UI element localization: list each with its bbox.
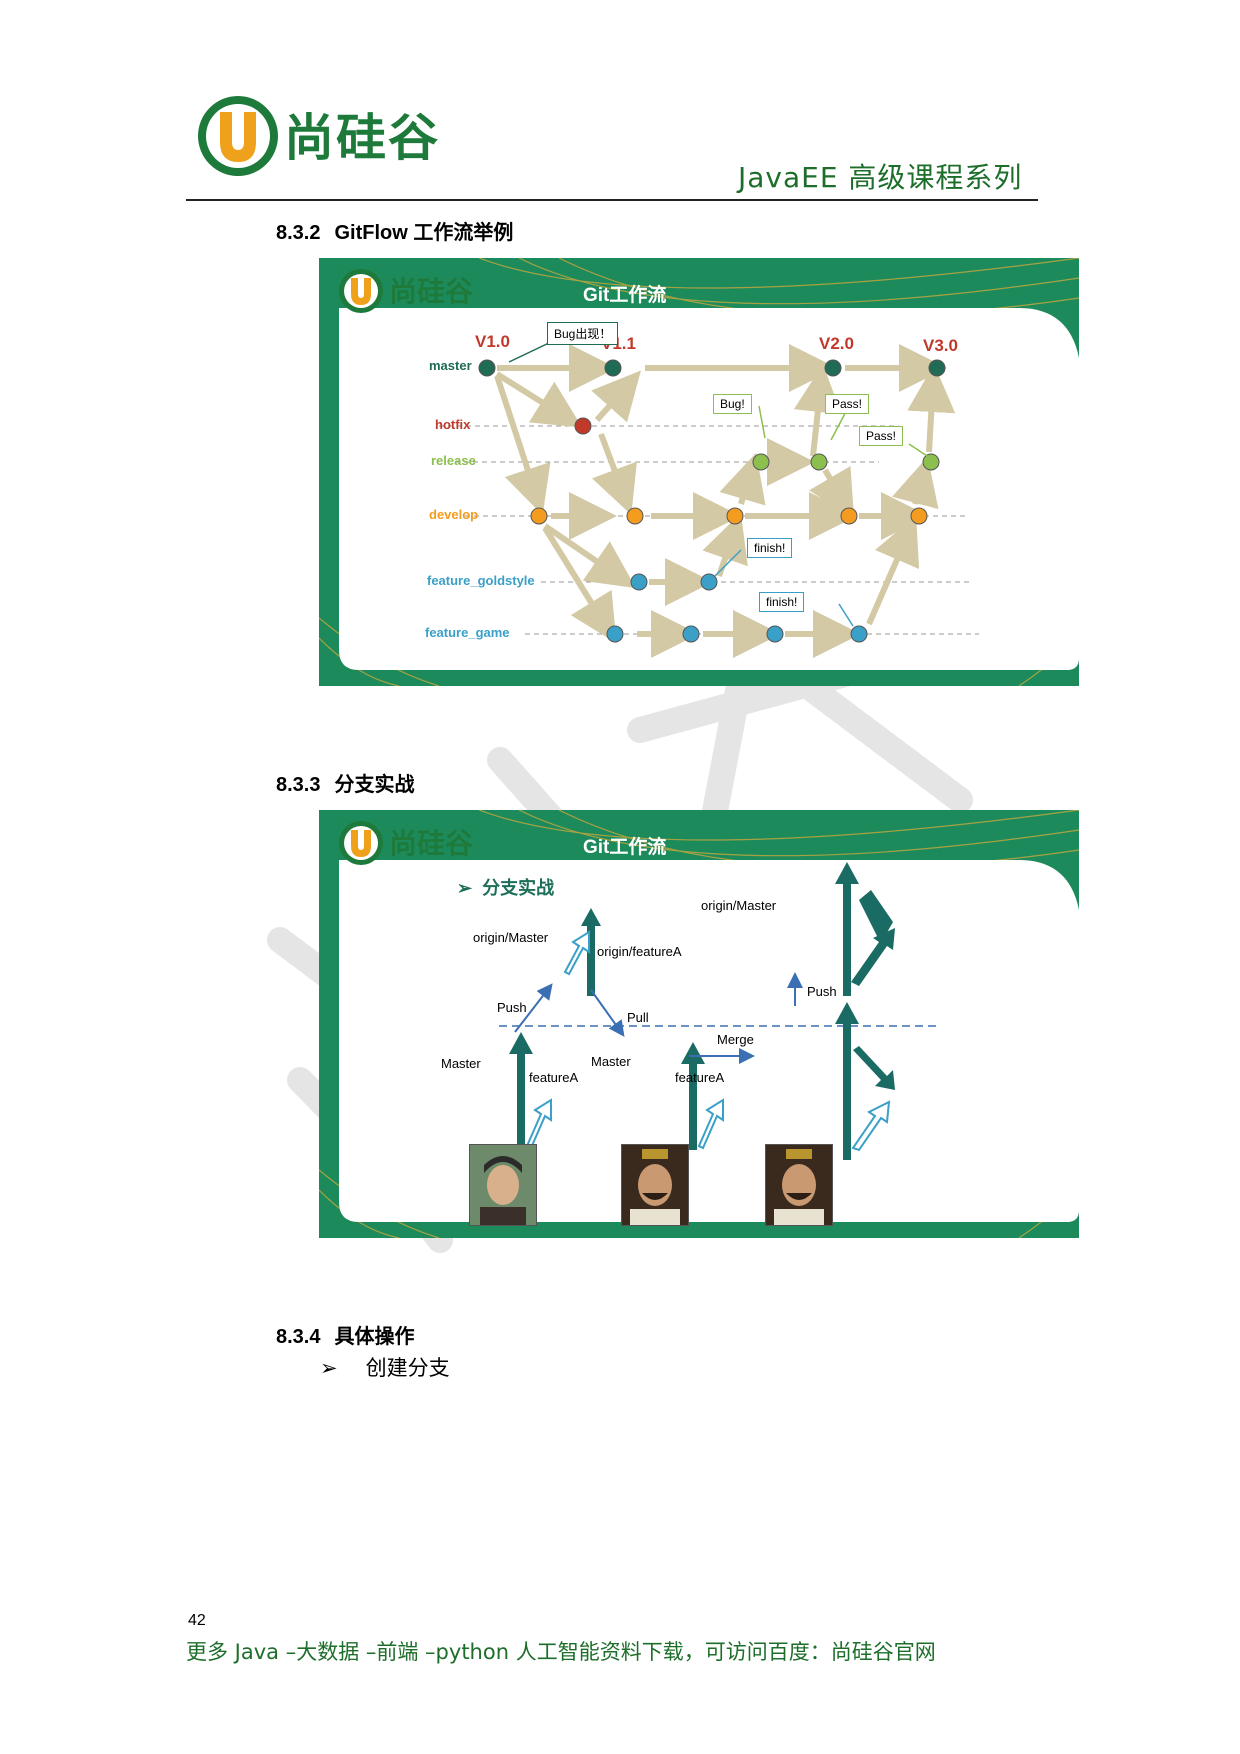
feature-commit xyxy=(850,625,868,643)
lead-portrait xyxy=(621,1144,689,1226)
lead-portrait xyxy=(765,1144,833,1226)
master-commit xyxy=(478,359,496,377)
callout-finish: finish! xyxy=(747,538,793,558)
page-number: 42 xyxy=(188,1612,206,1629)
branch-diagram xyxy=(499,862,939,1160)
slide-title: Git工作流 xyxy=(583,285,667,306)
callout-pass: Pass! xyxy=(825,394,870,414)
master-arrow-icon xyxy=(835,862,859,996)
feature-commit xyxy=(700,573,718,591)
section-heading-833: 8.3.3 分支实战 xyxy=(276,768,414,797)
release-commit xyxy=(752,453,770,471)
slide-background xyxy=(319,258,1079,686)
course-series: JavaEE 高级课程系列 xyxy=(738,161,1023,194)
label-featureA: featureA xyxy=(529,1070,579,1085)
label-featureA: featureA xyxy=(675,1070,725,1085)
branch-practice-slide: 尚硅谷 Git工作流 ➢ 分支实战 xyxy=(319,810,1079,1238)
header-rule xyxy=(186,199,1038,201)
slide-logo: 尚硅谷 xyxy=(337,818,507,872)
gitflow-slide: 尚硅谷 Git工作流 xyxy=(319,258,1079,686)
slide-logo-text: 尚硅谷 xyxy=(389,275,474,308)
bullet-arrow-icon: ➢ xyxy=(320,1356,338,1380)
slide-subtitle: ➢ 分支实战 xyxy=(457,874,554,900)
hotfix-commit xyxy=(574,417,592,435)
feature-arrow-icon xyxy=(851,928,895,986)
company-logo: 尚硅谷 xyxy=(196,92,486,184)
release-commit xyxy=(922,453,940,471)
bullet-item: ➢ 创建分支 xyxy=(320,1352,450,1382)
label-push: Push xyxy=(807,984,837,999)
develop-commit xyxy=(626,507,644,525)
section-number: 8.3.3 xyxy=(276,774,321,796)
branch-label-hotfix: hotfix xyxy=(435,417,471,432)
label-origin-master: origin/Master xyxy=(473,930,549,945)
branch-label-develop: develop xyxy=(429,507,479,522)
master-arrow-icon xyxy=(509,1032,533,1150)
featureA-arrow-icon xyxy=(563,930,590,976)
label-merge: Merge xyxy=(717,1032,754,1047)
bullet-arrow-icon: ➢ xyxy=(457,878,473,898)
develop-commit xyxy=(840,507,858,525)
master-commit xyxy=(604,359,622,377)
gitflow-diagram xyxy=(439,341,979,658)
push-arrow-icon xyxy=(514,983,553,1033)
feature-arrow-icon xyxy=(853,1046,895,1090)
callout-bug-appears: Bug出现！ xyxy=(547,322,619,345)
branch-label-feature-goldstyle: feature_goldstyle xyxy=(427,573,535,588)
footer-text: 更多 Java –大数据 –前端 –python 人工智能资料下载，可访问百度：… xyxy=(186,1640,936,1664)
feature-commit xyxy=(682,625,700,643)
featureA-arrow-icon xyxy=(697,1098,724,1150)
callout-bug: Bug! xyxy=(713,394,752,414)
slide-title: Git工作流 xyxy=(583,837,667,858)
feature-commit xyxy=(766,625,784,643)
logo-text: 尚硅谷 xyxy=(284,109,440,167)
branch-label-release: release xyxy=(431,453,476,468)
callout-finish: finish! xyxy=(759,592,805,612)
slide-logo: 尚硅谷 xyxy=(337,266,507,320)
developer-portrait xyxy=(469,1144,537,1226)
version-label: V1.0 xyxy=(475,332,510,351)
featureA-arrow-icon xyxy=(525,1098,552,1150)
develop-commit xyxy=(530,507,548,525)
master-arrow-icon xyxy=(581,908,601,996)
featureA-arrow-icon xyxy=(851,1100,891,1152)
bullet-text: 创建分支 xyxy=(365,1356,450,1380)
branch-label-master: master xyxy=(429,358,472,373)
section-number: 8.3.4 xyxy=(276,1326,321,1348)
slide-logo-text: 尚硅谷 xyxy=(389,827,474,860)
label-push: Push xyxy=(497,1000,527,1015)
branch-label-feature-game: feature_game xyxy=(425,625,510,640)
master-arrow-icon xyxy=(835,1002,859,1160)
version-label: V3.0 xyxy=(923,336,958,355)
section-number: 8.3.2 xyxy=(276,222,321,244)
subtitle-text: 分支实战 xyxy=(482,878,555,898)
section-title: 分支实战 xyxy=(334,774,415,796)
develop-commit xyxy=(910,507,928,525)
label-origin-featureA: origin/featureA xyxy=(597,944,682,959)
master-arrow-icon xyxy=(681,1042,705,1150)
label-pull: Pull xyxy=(627,1010,649,1025)
section-title: 具体操作 xyxy=(334,1326,415,1348)
label-master: Master xyxy=(441,1056,481,1071)
feature-commit xyxy=(606,625,624,643)
release-commit xyxy=(810,453,828,471)
develop-commit xyxy=(726,507,744,525)
label-origin-master: origin/Master xyxy=(701,898,777,913)
section-heading-834: 8.3.4 具体操作 xyxy=(276,1320,414,1349)
master-commit xyxy=(928,359,946,377)
feature-commit xyxy=(630,573,648,591)
version-label: V2.0 xyxy=(819,334,854,353)
label-master: Master xyxy=(591,1054,631,1069)
feature-arrow-icon xyxy=(859,890,893,940)
section-heading-832: 8.3.2 GitFlow 工作流举例 xyxy=(276,216,513,245)
pull-arrow-icon xyxy=(590,989,625,1037)
section-title: GitFlow 工作流举例 xyxy=(334,222,514,244)
master-commit xyxy=(824,359,842,377)
callout-pass: Pass! xyxy=(859,426,904,446)
